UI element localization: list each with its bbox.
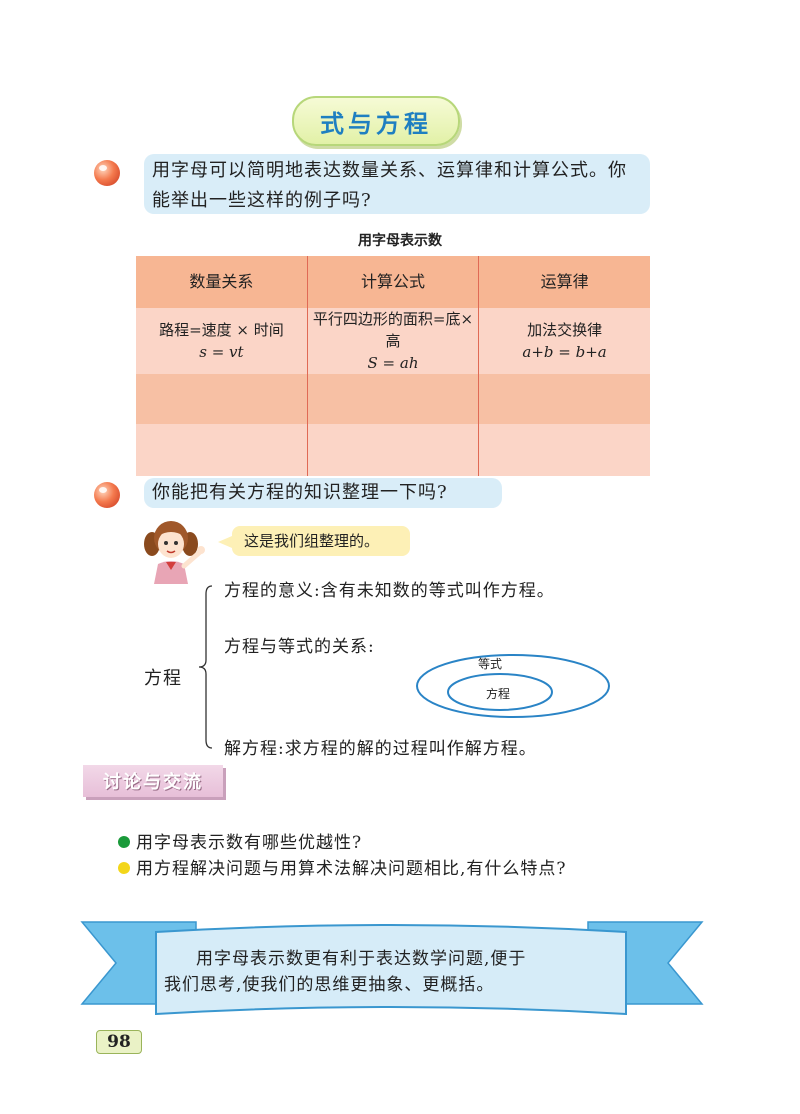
equation-meaning: 方程的意义:含有未知数的等式叫作方程。	[224, 581, 555, 601]
bullet-ball-icon	[94, 482, 120, 508]
table-header: 数量关系	[136, 256, 308, 308]
table-cell-empty	[136, 424, 308, 476]
table-cell: 平行四边形的面积=底×高 S = ah	[307, 308, 480, 374]
bullet-ball-icon	[94, 160, 120, 186]
question-2-text: 你能把有关方程的知识整理一下吗?	[152, 482, 448, 503]
green-dot-icon	[118, 836, 130, 848]
question-1-text: 用字母可以简明地表达数量关系、运算律和计算公式。你能举出一些这样的例子吗?	[152, 160, 627, 211]
speech-bubble: 这是我们组整理的。	[218, 526, 410, 556]
cell-formula: S = ah	[367, 354, 419, 372]
table-header: 运算律	[478, 256, 650, 308]
table-header: 计算公式	[307, 256, 480, 308]
speech-text: 这是我们组整理的。	[244, 532, 380, 550]
equation-equality-venn-diagram	[416, 654, 610, 718]
equation-solve: 解方程:求方程的解的过程叫作解方程。	[224, 739, 537, 759]
discussion-heading-text: 讨论与交流	[103, 772, 203, 793]
cell-text: 路程=速度 × 时间	[159, 321, 284, 339]
inner-set-label: 方程	[486, 687, 511, 701]
discussion-item: 用字母表示数有哪些优越性?	[136, 833, 363, 853]
table-cell-empty	[478, 424, 650, 476]
cell-text: 平行四边形的面积=底×高	[312, 310, 474, 350]
table-caption: 用字母表示数	[358, 233, 442, 249]
section-title-text: 式与方程	[320, 109, 432, 138]
brace-label: 方程	[144, 668, 182, 689]
table-cell: 加法交换律 a+b = b+a	[478, 308, 650, 374]
section-title: 式与方程	[292, 96, 460, 146]
table-cell-empty	[307, 424, 480, 476]
girl-student-icon	[144, 521, 205, 584]
equation-relation: 方程与等式的关系:	[224, 637, 375, 657]
letter-representation-table: 数量关系 计算公式 运算律 路程=速度 × 时间 s = vt 平行四边形的面积…	[136, 256, 650, 476]
table-cell-empty	[478, 374, 650, 424]
discussion-heading: 讨论与交流	[83, 765, 223, 797]
discussion-item: 用方程解决问题与用算术法解决问题相比,有什么特点?	[136, 859, 567, 879]
table-cell-empty	[307, 374, 480, 424]
outer-set-label: 等式	[478, 657, 503, 671]
table-cell: 路程=速度 × 时间 s = vt	[136, 308, 308, 374]
question-2: 你能把有关方程的知识整理一下吗?	[144, 478, 502, 508]
table-cell-empty	[136, 374, 308, 424]
ribbon-banner	[80, 921, 704, 1016]
cell-formula: s = vt	[199, 343, 244, 361]
banner-line-2: 我们思考,使我们的思维更抽象、更概括。	[164, 975, 495, 995]
cell-text: 加法交换律	[527, 321, 603, 339]
question-1: 用字母可以简明地表达数量关系、运算律和计算公式。你能举出一些这样的例子吗?	[144, 154, 650, 214]
cell-formula: a+b = b+a	[522, 343, 607, 361]
banner-line-1: 用字母表示数更有利于表达数学问题,便于	[196, 949, 527, 969]
yellow-dot-icon	[118, 862, 130, 874]
page-number: 98	[96, 1030, 142, 1054]
curly-brace	[198, 585, 213, 749]
